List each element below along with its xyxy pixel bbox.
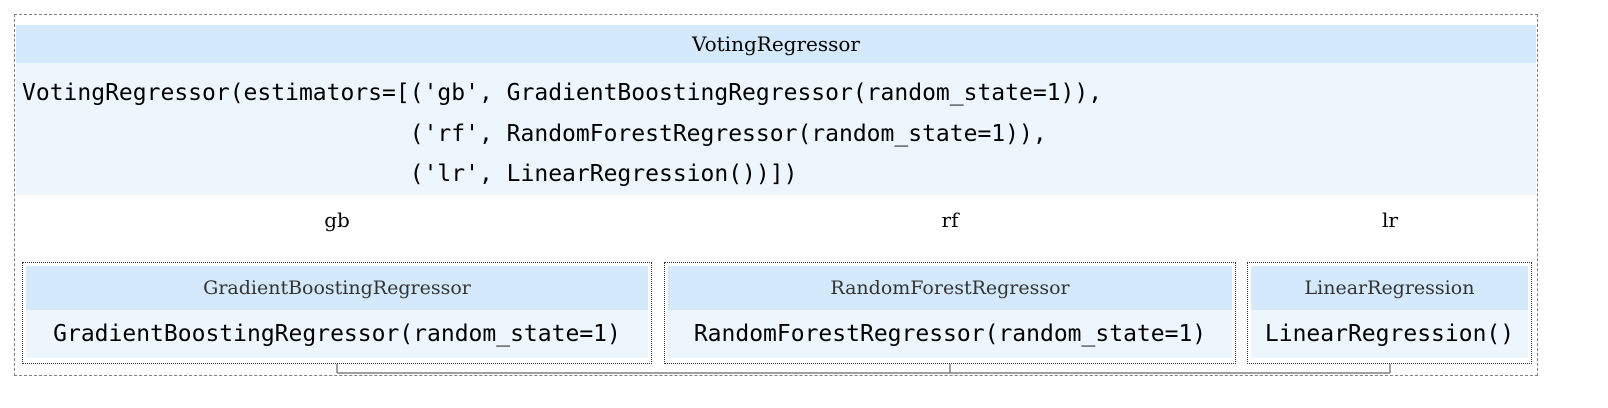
parallel-label-lr: lr — [1382, 208, 1398, 232]
estimator-gb-label-text: GradientBoostingRegressor — [203, 277, 471, 299]
estimator-rf-code: RandomForestRegressor(random_state=1) — [668, 310, 1232, 358]
estimator-gb: GradientBoostingRegressor GradientBoosti… — [22, 262, 652, 364]
voting-regressor-label-text: VotingRegressor — [692, 32, 860, 56]
code-line: ('rf', RandomForestRegressor(random_stat… — [22, 120, 1047, 147]
estimator-lr-code: LinearRegression() — [1251, 310, 1528, 358]
estimator-rf: RandomForestRegressor RandomForestRegres… — [664, 262, 1236, 364]
estimator-lr-label-text: LinearRegression — [1304, 277, 1475, 299]
estimator-gb-code: GradientBoostingRegressor(random_state=1… — [26, 310, 648, 358]
estimator-rf-label-text: RandomForestRegressor — [830, 277, 1070, 299]
parallel-label-rf: rf — [941, 208, 959, 232]
voting-regressor-code: VotingRegressor(estimators=[('gb', Gradi… — [16, 63, 1536, 195]
code-line: VotingRegressor(estimators=[('gb', Gradi… — [22, 80, 1103, 106]
estimator-rf-label[interactable]: RandomForestRegressor — [668, 266, 1232, 310]
parallel-label-gb: gb — [324, 208, 350, 232]
estimator-lr: LinearRegression LinearRegression() — [1247, 262, 1532, 364]
code-line: ('lr', LinearRegression())]) — [22, 161, 798, 187]
estimator-gb-label[interactable]: GradientBoostingRegressor — [26, 266, 648, 310]
voting-regressor-label[interactable]: VotingRegressor — [16, 25, 1536, 63]
voting-regressor-container — [14, 14, 1538, 376]
estimator-lr-label[interactable]: LinearRegression — [1251, 266, 1528, 310]
